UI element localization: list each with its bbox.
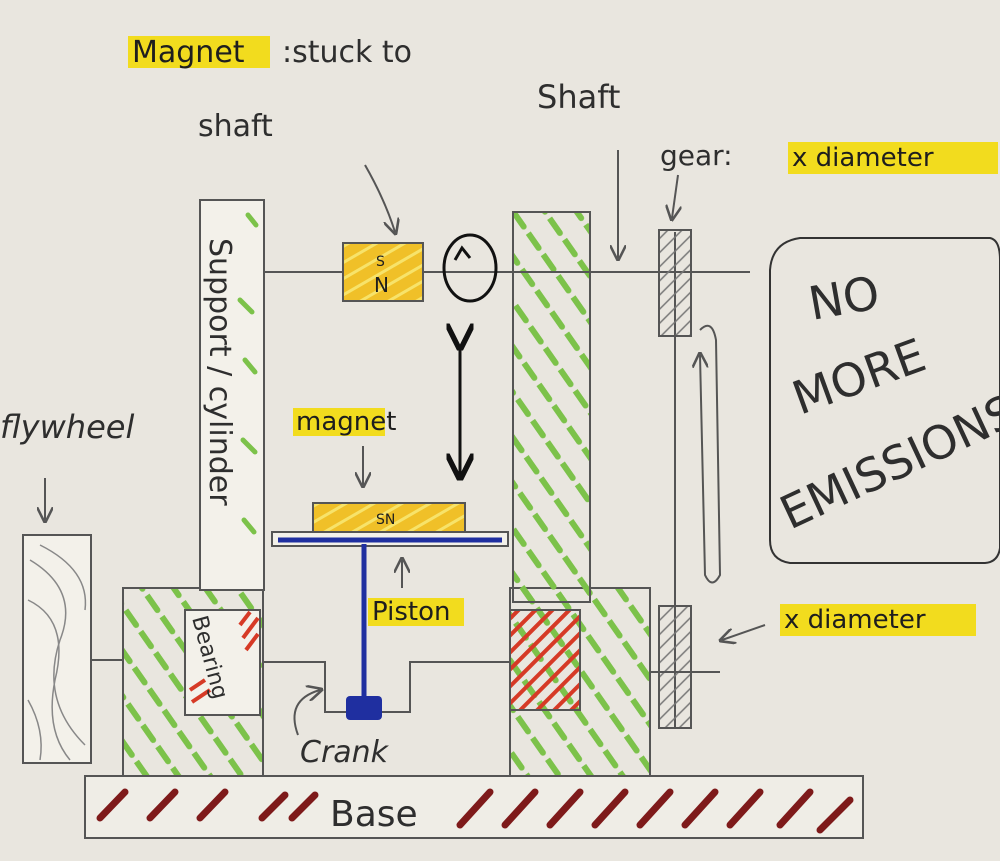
flywheel <box>22 534 123 764</box>
crank-arrow <box>293 690 320 736</box>
gear-top-label: gear: <box>660 139 733 172</box>
magnet-top-label-line2: shaft <box>198 109 273 144</box>
magnet-top-arrow <box>364 164 395 232</box>
sign-line-1: NO <box>805 265 884 330</box>
gear-bottom-arrow <box>722 624 766 640</box>
support-label: Support / cylinder <box>202 238 237 506</box>
magnet-top-label-rest: :stuck to <box>282 35 412 70</box>
magnet-top-label: Magnet <box>132 35 245 70</box>
piston-label: Piston <box>372 597 450 627</box>
gear-top-highlight <box>788 142 998 174</box>
piston-magnet <box>312 502 466 534</box>
magnet-mid-label: magnet <box>296 407 396 437</box>
piston-magnet-poles: SN <box>376 512 395 528</box>
top-gear <box>658 229 692 337</box>
gear-bottom-label: x diameter <box>784 605 926 635</box>
magnet-top-highlight <box>128 36 270 68</box>
belt-loop <box>700 324 722 584</box>
piston <box>271 531 509 720</box>
gear-bottom-highlight <box>780 604 976 636</box>
bottom-gear <box>658 605 692 729</box>
right-bearing <box>509 609 581 711</box>
shaft-label: Shaft <box>537 78 620 116</box>
magnet-mid-highlight <box>293 408 385 436</box>
base <box>84 775 864 839</box>
left-bearing <box>184 609 261 716</box>
base-label: Base <box>330 794 418 835</box>
flywheel-label: flywheel <box>0 408 134 446</box>
top-magnet-pole-s: S <box>376 254 385 270</box>
crank-label: Crank <box>300 735 390 770</box>
top-magnet-pole-n: N <box>374 273 389 297</box>
top-magnet <box>342 242 424 302</box>
rotation-icon <box>442 233 498 303</box>
emissions-sign-border <box>769 237 1000 564</box>
piston-highlight <box>368 598 464 626</box>
gear-top-arrow <box>672 174 678 218</box>
gear-top-highlight-label: x diameter <box>792 143 934 173</box>
